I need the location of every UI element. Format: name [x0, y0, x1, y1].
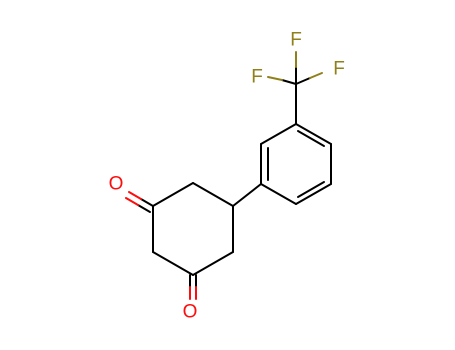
carbonyl-bond-top [125, 191, 154, 213]
fluorine-atom-top: F [290, 30, 302, 51]
benzene-double-bond-2 [297, 130, 325, 147]
oxygen-atom-top: O [109, 174, 124, 195]
benzene-bond-6 [260, 183, 297, 205]
ring-bond-c4-c5 [192, 251, 234, 276]
benzene-bond-3 [295, 123, 332, 145]
ring-bond-c2-c3 [192, 182, 234, 207]
aryl-link-bond [232, 183, 262, 207]
ring-bond-c5-c6 [152, 251, 194, 276]
ring-bond-c1-c2 [152, 182, 194, 207]
oxygen-atom-bottom: O [183, 302, 198, 323]
cf3-bond-f-left [267, 76, 297, 85]
benzene-bond-5 [295, 183, 332, 205]
cf3-bond-f-right [295, 72, 323, 85]
carbonyl-bond-bottom [189, 274, 197, 300]
benzene-double-bond-3 [297, 181, 325, 198]
benzene-bond-2 [260, 123, 297, 145]
fluorine-atom-right: F [333, 59, 345, 80]
fluorine-atom-left: F [251, 67, 263, 88]
